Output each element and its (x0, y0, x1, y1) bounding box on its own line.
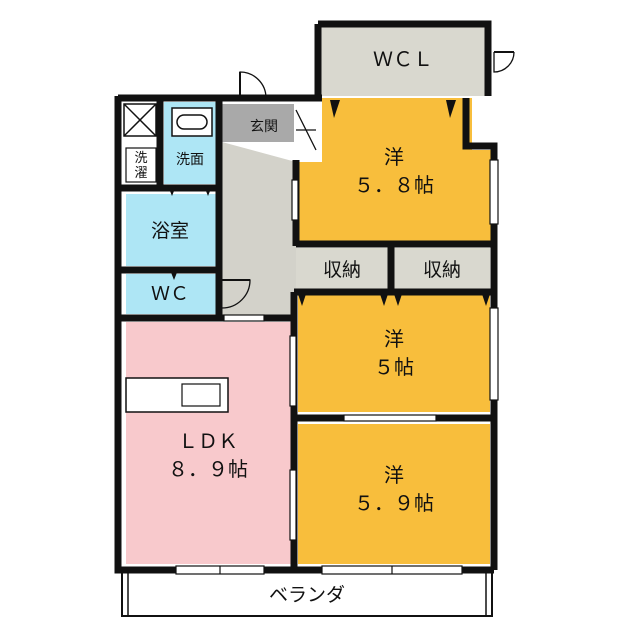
window-right-top (489, 159, 499, 225)
veranda-outline (121, 571, 493, 617)
ldk-size: ８．９帖 (168, 457, 248, 481)
doors (221, 51, 515, 309)
window-hall-bedroom (291, 179, 299, 221)
bedroom-bottom-type: 洋 (384, 463, 404, 487)
door-front (239, 71, 267, 99)
window-ldk-mid (289, 335, 297, 407)
bedroom-mid-size: ５帖 (374, 355, 414, 379)
veranda-label: ベランダ (269, 584, 345, 606)
fixtures (123, 103, 229, 413)
laundry-label: 洗濯 (134, 151, 147, 181)
bedroom-mid-room (298, 294, 490, 412)
laundry-box (125, 147, 157, 183)
ldk-type: ＬＤＫ (178, 429, 238, 453)
bedroom-bottom-size: ５．９帖 (354, 491, 434, 515)
wcl-label: ＷＣＬ (373, 47, 433, 71)
hallway (222, 142, 296, 320)
entrance-label: 玄関 (250, 118, 278, 135)
closet-door-markers (168, 100, 490, 306)
wc-room (126, 274, 216, 314)
window-right-mid (489, 307, 499, 401)
bedroom-mid-type: 洋 (384, 327, 404, 351)
bath-room (126, 194, 216, 266)
door-wcl (493, 51, 515, 73)
bath-label: 浴室 (151, 220, 189, 242)
window-bed-divider (343, 414, 437, 422)
storage-right-room (394, 248, 490, 290)
bedroom-top-room (296, 98, 492, 242)
entrance-room (222, 104, 294, 142)
storage-right-label: 収納 (423, 259, 461, 281)
wcl-room (318, 24, 488, 96)
bedroom-bottom-room (298, 424, 490, 564)
window-hall-ldk (223, 314, 265, 322)
storage-left-label: 収納 (323, 259, 361, 281)
bedroom-top-size: ５．８帖 (354, 173, 434, 197)
door-bedroom-top (295, 109, 317, 151)
ldk-room (126, 322, 292, 564)
washroom-label: 洗面 (176, 152, 204, 168)
storage-left-room (296, 248, 388, 290)
wc-label: ＷＣ (151, 283, 189, 305)
windows (175, 159, 499, 575)
bedroom-top-type: 洋 (384, 145, 404, 169)
kitchen-sink-icon (181, 383, 221, 407)
window-ldk-bottom (289, 469, 297, 541)
